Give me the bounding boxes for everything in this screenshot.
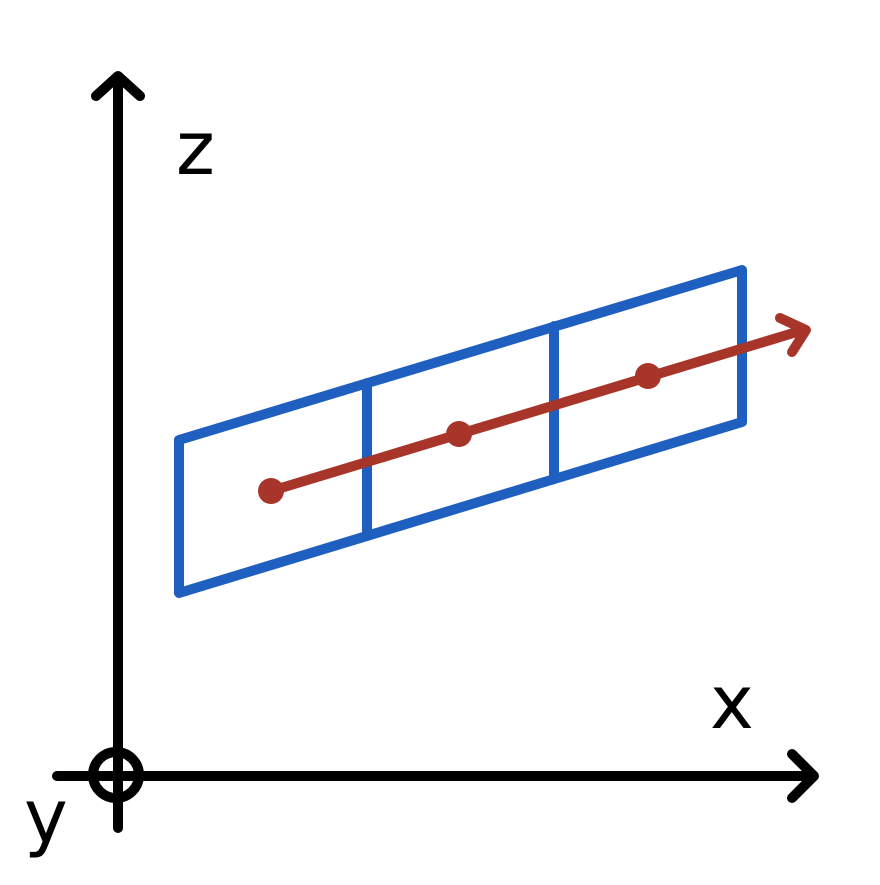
axes [52, 71, 819, 833]
vector-point-1 [258, 478, 284, 504]
vector-line [266, 326, 805, 496]
vector-point-3 [635, 363, 661, 389]
x-axis-arrowhead [787, 749, 819, 803]
y-axis-label: y [24, 774, 68, 860]
z-axis-arrowhead [91, 71, 145, 101]
y-axis-symbol [88, 747, 144, 803]
x-axis-label: x [710, 660, 754, 746]
vector [258, 313, 811, 504]
vector-point-2 [446, 421, 472, 447]
vector-arrowhead [775, 313, 811, 357]
z-axis-label: z [176, 106, 215, 192]
